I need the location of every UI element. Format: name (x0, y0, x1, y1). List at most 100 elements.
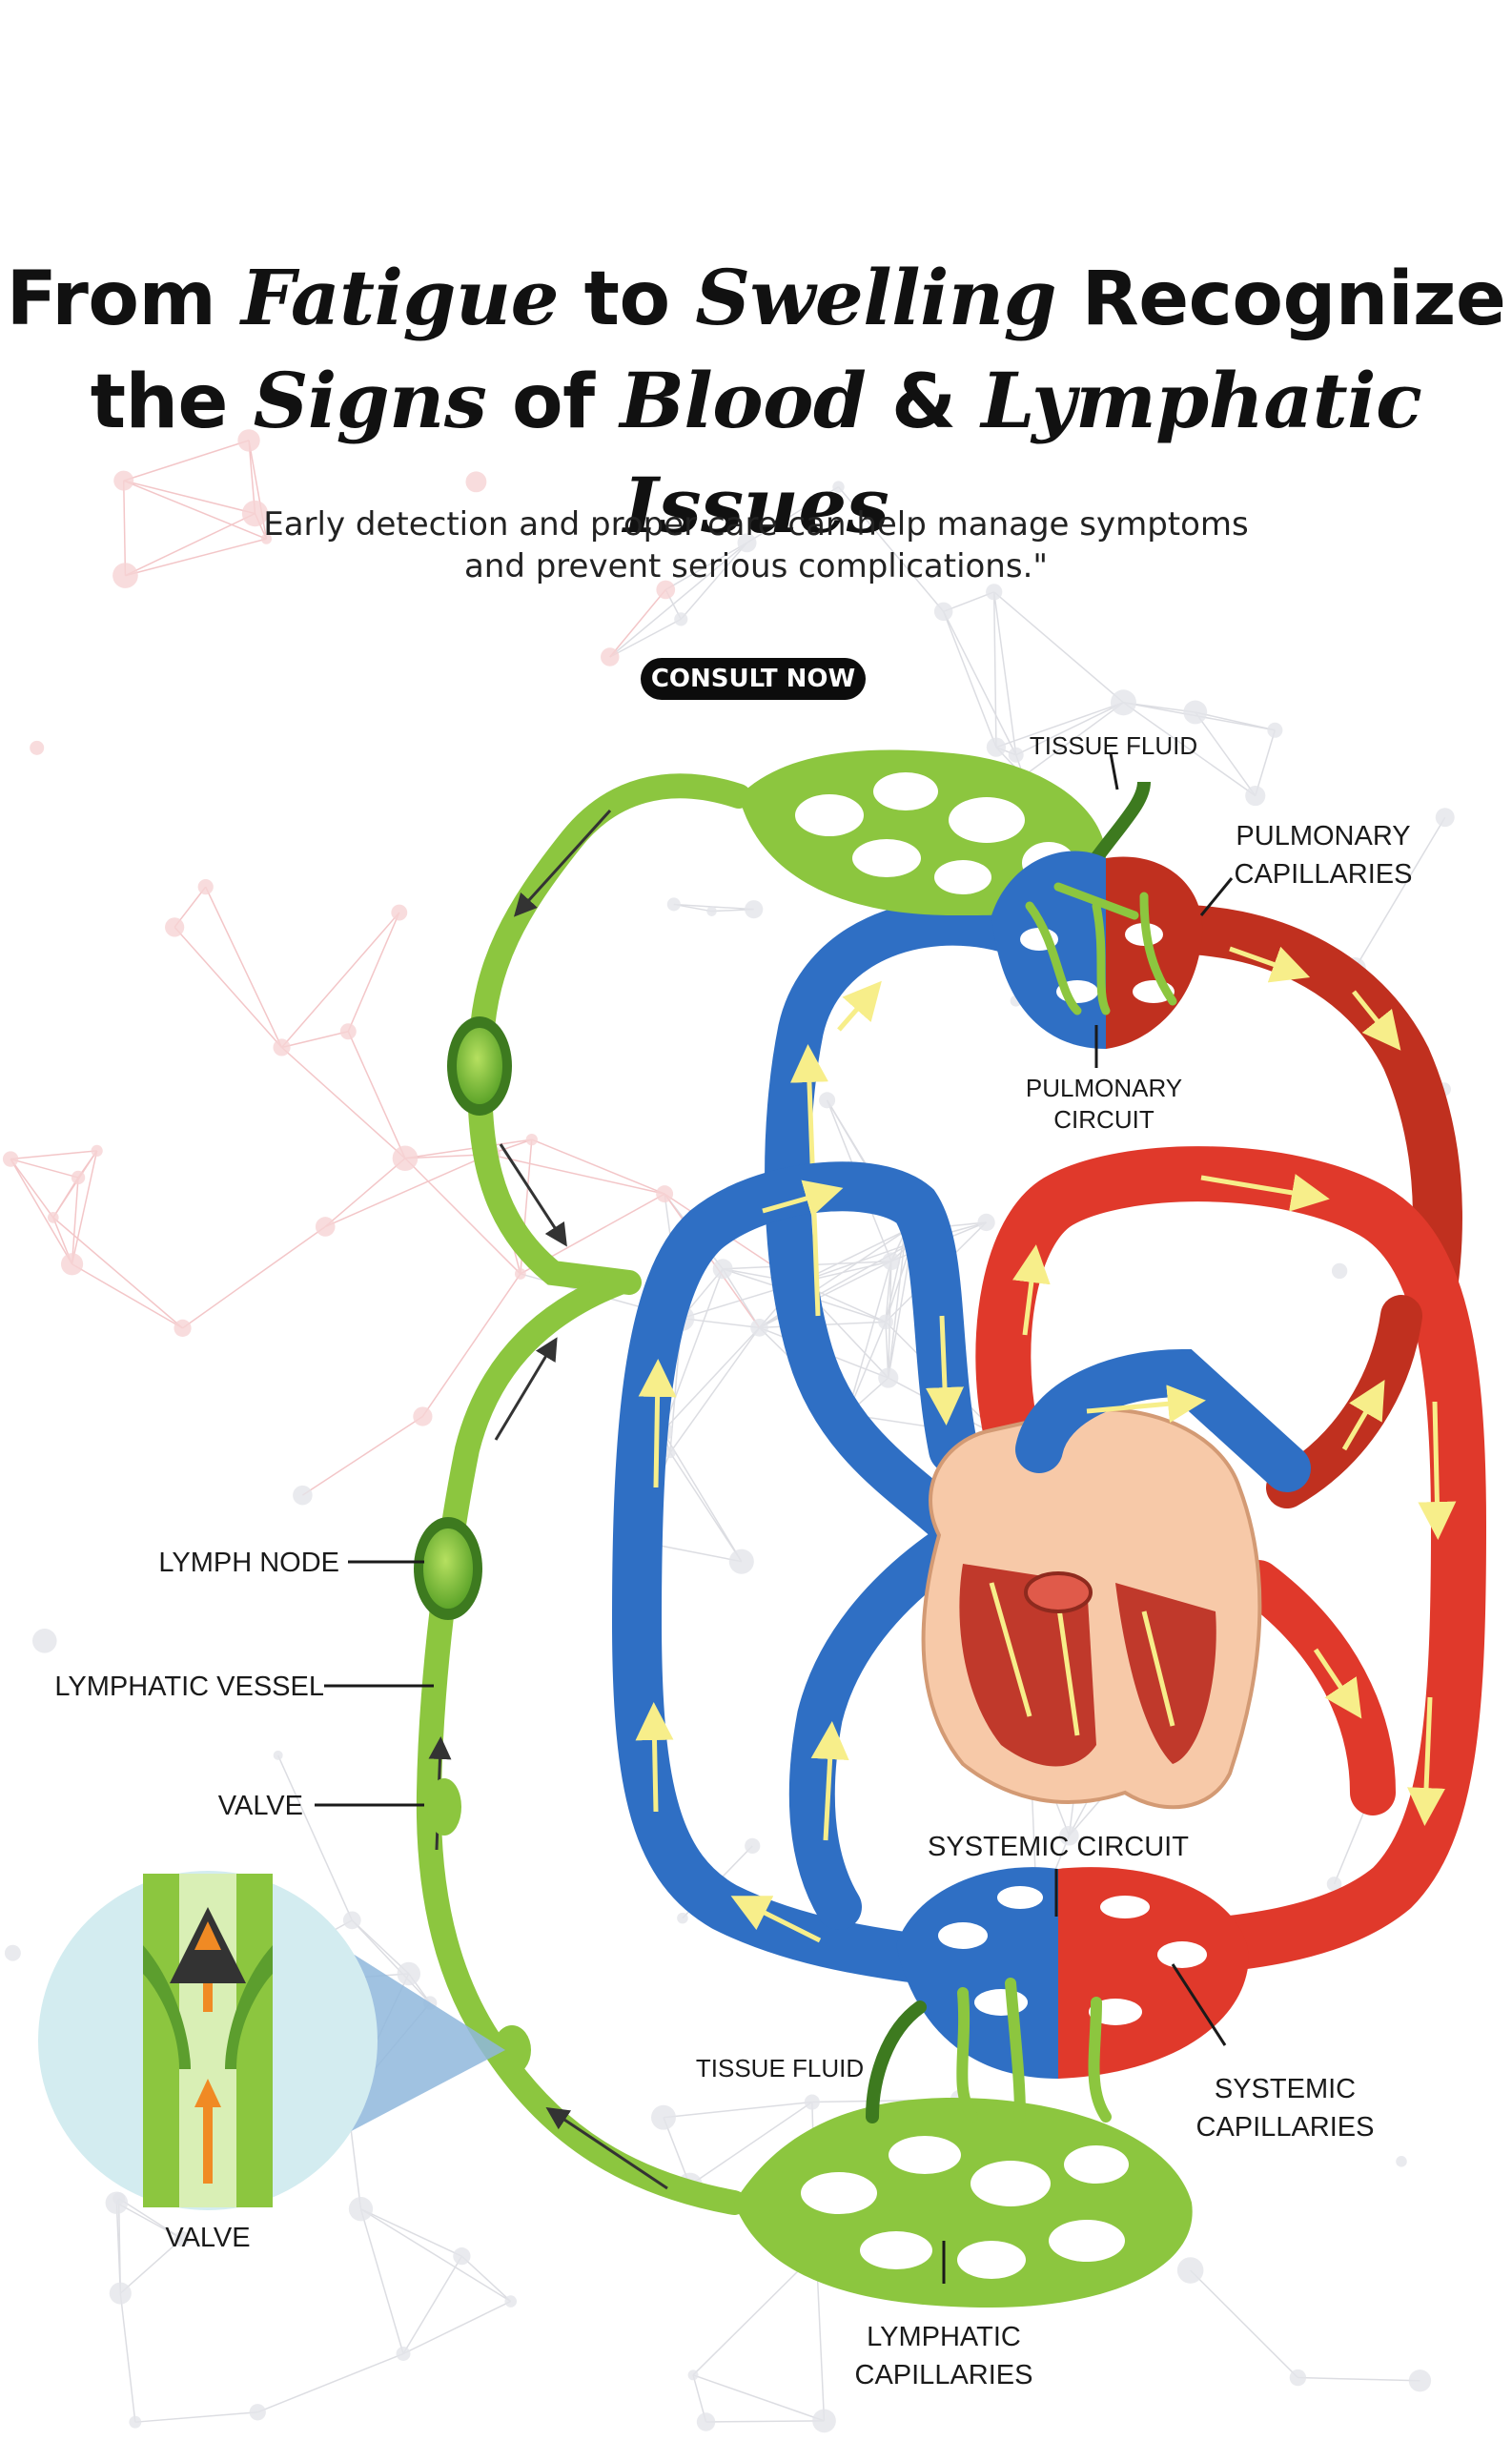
network-line (347, 912, 400, 1033)
network-node (391, 904, 408, 921)
network-line (460, 2255, 512, 2303)
headline-line-1: From Fatigue to Swelling Recognize (0, 246, 1512, 351)
network-node (664, 1446, 676, 1459)
network-line (1123, 702, 1257, 797)
network-node (656, 580, 676, 600)
headline-emphasis: Swelling (695, 253, 1057, 342)
subtitle-line-1: Early detection and proper care can help… (263, 505, 1249, 544)
network-line (681, 1317, 760, 1329)
subtitle: Early detection and proper care can help… (0, 503, 1512, 587)
network-line (71, 1150, 98, 1264)
network-line (205, 886, 283, 1048)
label-tissue-fluid-bottom: TISSUE FLUID (696, 2054, 864, 2082)
headline-text: the (90, 359, 254, 445)
network-line (52, 1177, 79, 1219)
network-node (174, 1319, 192, 1337)
network-node (819, 1092, 836, 1109)
network-node (1326, 1877, 1342, 1892)
network-node (882, 1252, 901, 1271)
label-systemic-capillaries-2: CAPILLARIES (1196, 2112, 1375, 2143)
network-line (123, 480, 267, 540)
network-node (696, 2412, 716, 2431)
network-node (706, 906, 717, 916)
network-line (888, 1242, 913, 1379)
network-node (129, 2415, 142, 2429)
network-line (123, 440, 250, 482)
network-line (1297, 2376, 1420, 2382)
network-line (125, 538, 267, 577)
network-line (10, 1158, 79, 1179)
lymphatic-capillaries-bottom (734, 1978, 1193, 2308)
network-line (1023, 702, 1124, 777)
heart (921, 1348, 1311, 1810)
systemic-arteries (975, 1146, 1487, 1978)
network-line (888, 1230, 908, 1379)
network-node (878, 1314, 893, 1330)
network-line (119, 2293, 136, 2423)
headline-emphasis: Blood (620, 356, 867, 445)
headline-text: Recognize (1056, 256, 1506, 342)
network-line (404, 1158, 521, 1275)
network-line (992, 591, 1017, 755)
label-systemic-capillaries-1: SYSTEMIC (1215, 2074, 1356, 2104)
network-line (885, 1230, 908, 1323)
label-lymphatic-capillaries-2: CAPILLARIES (855, 2360, 1033, 2390)
network-node (105, 2191, 129, 2215)
network-line (1190, 2269, 1298, 2379)
network-node (1245, 786, 1266, 807)
systemic-veins (611, 1161, 988, 1989)
network-line (360, 2208, 512, 2303)
consult-now-button[interactable]: CONSULT NOW (641, 658, 866, 700)
network-line (182, 1225, 326, 1329)
network-node (1396, 2156, 1407, 2167)
lymphatic-capillaries-top (739, 749, 1151, 915)
network-node (109, 2282, 132, 2305)
headline-text: to (559, 256, 696, 342)
network-line (301, 1415, 423, 1496)
network-line (119, 2238, 183, 2294)
valve-bulges (427, 1778, 531, 2075)
network-node (91, 1144, 103, 1158)
network-node (293, 1485, 313, 1506)
network-line (359, 2208, 404, 2354)
network-node (832, 481, 845, 493)
network-line (125, 512, 255, 577)
lymph-node (414, 1517, 482, 1620)
network-line (489, 1153, 665, 1195)
network-node (241, 500, 269, 527)
label-lymph-node: LYMPH NODE (158, 1548, 339, 1578)
network-line (134, 2411, 258, 2423)
network-node (60, 1253, 84, 1276)
network-line (669, 1326, 761, 1453)
network-node (933, 602, 953, 622)
network-node (504, 2295, 517, 2308)
network-node (1176, 2257, 1204, 2284)
network-node (1183, 700, 1208, 725)
network-line (689, 2101, 813, 2186)
network-line (324, 1158, 406, 1228)
network-node (174, 2230, 190, 2246)
network-node (666, 897, 681, 912)
network-line (942, 611, 997, 748)
network-line (662, 1430, 743, 1563)
label-pulmonary-capillaries-1: PULMONARY (1236, 821, 1410, 851)
network-node (514, 1268, 526, 1280)
label-lymphatic-capillaries-1: LYMPHATIC (867, 2322, 1021, 2352)
network-node (986, 584, 1003, 601)
network-node (197, 879, 214, 895)
network-node (674, 612, 688, 626)
label-pulmonary-capillaries-2: CAPILLARIES (1235, 859, 1413, 890)
network-line (347, 1031, 406, 1159)
lymph-node-upper (447, 1016, 512, 1116)
network-node (273, 1750, 283, 1760)
network-node (986, 737, 1007, 757)
network-line (10, 1150, 97, 1160)
network-node (601, 647, 620, 667)
network-node (2, 1151, 19, 1167)
network-line (324, 1154, 490, 1228)
network-line (746, 485, 839, 544)
lymphatic-vessel (416, 773, 751, 2215)
network-line (609, 618, 682, 658)
headline-emphasis: Fatigue (240, 253, 560, 342)
network-line (404, 1138, 532, 1159)
